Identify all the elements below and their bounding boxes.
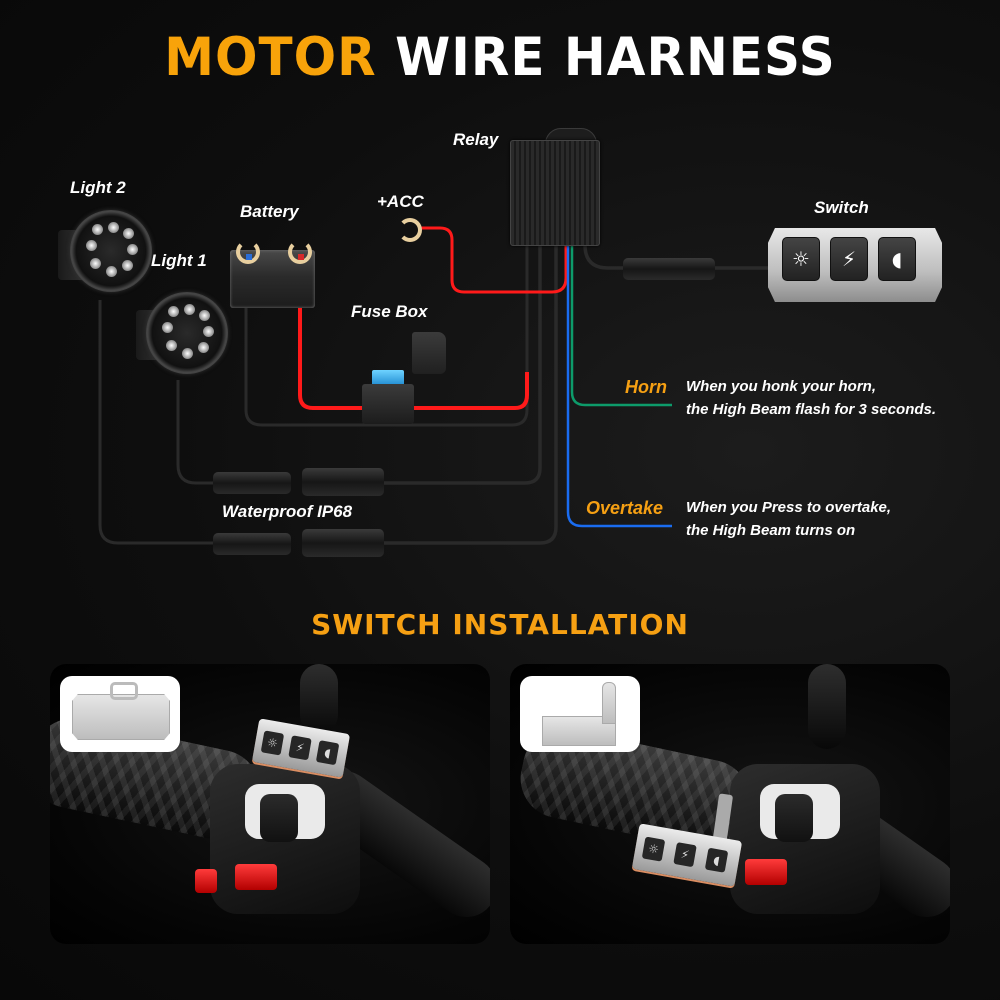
bracket-arm [602,682,616,724]
overtake-desc-line2: the High Beam turns on [686,522,856,539]
overtake-desc-line1: When you Press to overtake, [686,499,892,516]
relay-box [510,140,600,246]
overtake-wire [566,245,672,528]
fuse-blade-icon [372,370,404,386]
install-panel-1: ☼ ⚡ ◖ [50,664,490,944]
sun-icon[interactable]: ☼ [782,237,820,281]
installation-title: SWITCH INSTALLATION [311,608,689,641]
fuse-cap [412,332,446,374]
relay-label: Relay [453,130,499,149]
sun-icon: ☼ [641,836,666,862]
connector-male-1 [213,472,291,494]
battery-positive-terminal-icon [288,240,312,264]
headlight-rocker [260,794,298,842]
light2-wire [98,300,215,545]
fuse-box-label: Fuse Box [351,302,428,321]
light2-label: Light 2 [70,178,126,197]
mirror-stem [300,664,338,734]
flash-icon[interactable]: ⚡ [830,237,868,281]
positive-post [298,254,304,260]
turn-signal-switch [235,864,277,890]
overtake-description: When you Press to overtake, the High Bea… [686,496,891,542]
title-rest: WIRE HARNESS [395,26,836,88]
flash-icon: ⚡ [673,842,697,868]
battery-negative-wire [244,245,529,427]
flat-plate-bracket-icon [72,694,170,740]
switch-cable-connector [623,258,715,280]
battery-negative-terminal-icon [236,240,260,264]
fuse-holder [362,384,414,424]
wiring-diagram [98,226,770,545]
switch-panel: ☼ ⚡ ◖ [768,228,942,302]
page-title: MOTOR WIRE HARNESS [0,27,1000,88]
light1-label: Light 1 [151,251,207,270]
light2-icon [70,210,152,292]
overtake-label: Overtake [586,498,664,518]
install-panel-2: ☼ ⚡ ◖ [510,664,950,944]
connector-female-1 [302,468,384,496]
horn-description: When you honk your horn, the High Beam f… [686,375,936,421]
bracket-inset [60,676,180,752]
high-beam-icon: ◖ [704,847,729,873]
acc-label: +ACC [377,192,424,211]
light1-icon [146,292,228,374]
acc-wire [420,226,568,294]
flash-icon: ⚡ [288,735,312,761]
horn-desc-line1: When you honk your horn, [686,378,876,395]
sun-icon: ☼ [260,730,285,756]
bracket-loop [110,682,138,700]
horn-label: Horn [625,377,667,397]
acc-ring-terminal-icon [398,218,422,242]
title-accent: MOTOR [164,26,377,88]
horn-wire [570,245,672,407]
sos-button [195,869,217,893]
connector-female-2 [302,529,384,557]
light1-wire [176,380,215,485]
negative-post [246,254,252,260]
headlight-rocker [775,794,813,842]
bracket-inset [520,676,640,752]
high-beam-icon: ◖ [315,740,340,766]
horn-desc-line2: the High Beam flash for 3 seconds. [686,401,937,418]
relay-wire-light2 [380,245,558,545]
switch-label: Switch [814,198,869,217]
connector-male-2 [213,533,291,555]
battery-positive-wire [298,270,529,410]
switch-cable [583,244,770,270]
mirror-stem [808,664,846,749]
relay-wire-light1 [380,245,542,485]
turn-signal-switch [745,859,787,885]
high-beam-icon[interactable]: ◖ [878,237,916,281]
waterproof-label: Waterproof IP68 [222,502,353,521]
battery-label: Battery [240,202,299,221]
